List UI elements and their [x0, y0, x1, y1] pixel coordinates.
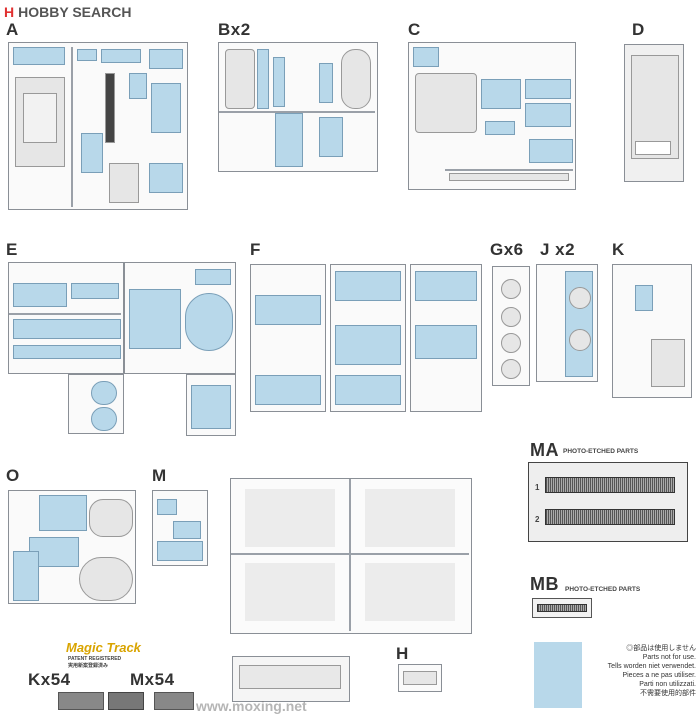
- sprue-e-right: [124, 262, 236, 374]
- note-nl: Tells worden niet verwendet.: [607, 663, 696, 670]
- sprue-m: [152, 490, 208, 566]
- sprue-e-left: [8, 262, 124, 374]
- track-link-k: [58, 692, 104, 710]
- track-k-label: Kx54: [28, 670, 71, 689]
- track-link-k2: [108, 692, 144, 710]
- sprue-f-3: [410, 264, 482, 412]
- sprue-f-1: [250, 264, 326, 412]
- magic-track-logo: Magic Track: [66, 640, 141, 655]
- logo-text: HOBBY SEARCH: [18, 4, 132, 20]
- mb-caption: PHOTO-ETCHED PARTS: [565, 586, 641, 593]
- ma-caption: PHOTO-ETCHED PARTS: [563, 448, 639, 455]
- mb-fret: [532, 598, 592, 618]
- note-jp: ◎部品は使用しません: [626, 645, 696, 652]
- ma-fret: 1 2: [528, 462, 688, 542]
- mb-label: MB: [530, 574, 559, 594]
- ma-mesh-1: [545, 477, 675, 493]
- sprue-label-e: E: [6, 240, 18, 259]
- sprue-figures: [230, 478, 472, 634]
- ma-part-2: 2: [535, 515, 540, 524]
- sprue-f-2: [330, 264, 406, 412]
- sprue-label-g: Gx6: [490, 240, 524, 259]
- sprue-label-d: D: [632, 20, 645, 39]
- hobby-search-logo: H HOBBY SEARCH: [4, 4, 131, 20]
- mb-mesh: [537, 604, 587, 612]
- sprue-c: [408, 42, 576, 190]
- sprue-b: [218, 42, 378, 172]
- ma-label: MA: [530, 440, 559, 460]
- sprue-blank: [232, 656, 350, 702]
- sprue-label-a: A: [6, 20, 19, 39]
- note-it: Parti non utilizzati.: [639, 681, 696, 688]
- sprue-label-b: Bx2: [218, 20, 251, 39]
- sprue-label-j: J x2: [540, 240, 576, 259]
- sprue-label-k: K: [612, 240, 625, 259]
- sprue-h: [398, 664, 442, 692]
- sprue-d: [624, 44, 684, 182]
- sprue-k: [612, 264, 692, 398]
- sprue-label-h: H: [396, 644, 409, 663]
- sprue-e-bottom-left: [68, 374, 124, 434]
- patent-text: PATENT REGISTERED: [68, 656, 122, 662]
- ma-mesh-2: [545, 509, 675, 525]
- sprue-label-m: M: [152, 466, 167, 485]
- note-cn: 不需要使用的部件: [640, 690, 696, 697]
- sprue-j: [536, 264, 598, 382]
- not-for-use-swatch: [534, 642, 582, 708]
- sprue-e-bottom-right: [186, 374, 236, 436]
- sprue-a: [8, 42, 188, 210]
- note-fr: Pieces a ne pas utiliser.: [622, 672, 696, 679]
- watermark: www.moxing.net: [196, 698, 307, 714]
- sprue-g: [492, 266, 530, 386]
- sprue-label-f: F: [250, 240, 261, 259]
- logo-mark: H: [4, 4, 15, 20]
- sprue-label-c: C: [408, 20, 421, 39]
- sprue-label-o: O: [6, 466, 20, 485]
- track-link-m: [154, 692, 194, 710]
- note-en: Parts not for use.: [642, 654, 696, 661]
- track-m-label: Mx54: [130, 670, 175, 689]
- not-for-use-notes: ◎部品は使用しません Parts not for use. Tells word…: [586, 644, 696, 698]
- ma-part-1: 1: [535, 483, 540, 492]
- patent-text-jp: 実用新案登録済み: [68, 663, 109, 669]
- sprue-o: [8, 490, 136, 604]
